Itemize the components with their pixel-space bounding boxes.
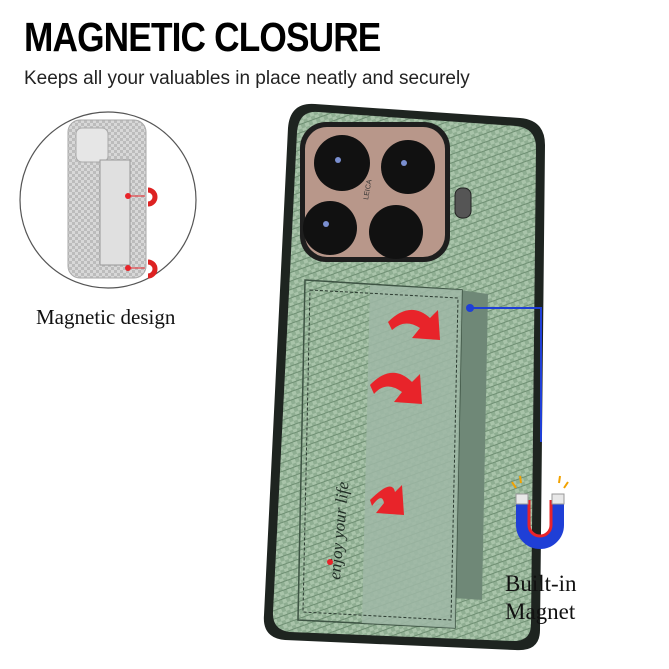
curved-arrow-icon [327, 309, 440, 565]
magnet-icon [147, 187, 158, 279]
page-title: MAGNETIC CLOSURE [24, 14, 381, 60]
callout-line [466, 304, 542, 442]
page-subtitle: Keeps all your valuables in place neatly… [24, 68, 470, 89]
built-in-magnet-label: Built-in Magnet [505, 570, 577, 626]
magnetic-design-label: Magnetic design [36, 305, 176, 329]
camera-module: LEICA [300, 122, 472, 262]
magnet-icon [511, 475, 569, 549]
magnetic-design-inset [19, 111, 197, 289]
camera-logo: LEICA [363, 179, 373, 200]
phone-case: LEICA enjoy your life [263, 103, 545, 651]
built-in-label-line2: Magnet [505, 599, 576, 624]
card-pocket: enjoy your life [297, 279, 488, 629]
built-in-label-line1: Built-in [505, 571, 577, 596]
